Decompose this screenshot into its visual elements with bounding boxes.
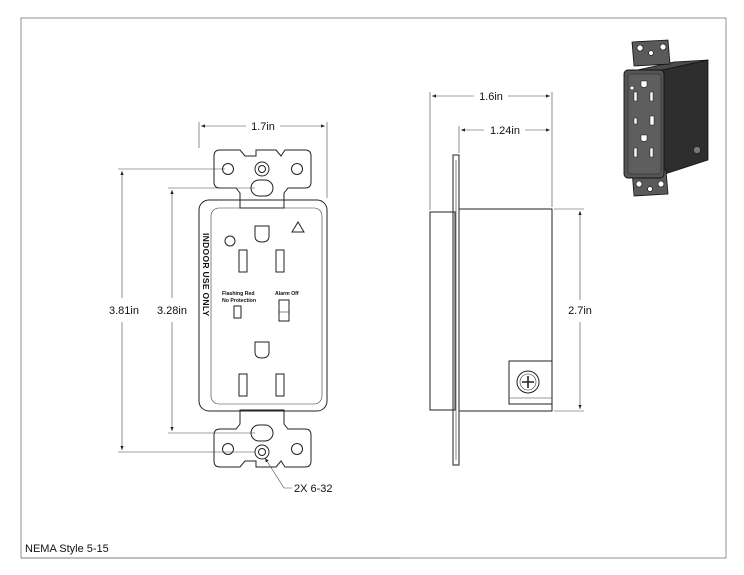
upper-right-prong-slot	[275, 249, 285, 273]
top-strap-screw-inner	[258, 165, 266, 173]
bottom-strap-screw-inner	[258, 448, 266, 456]
alarm-off-switch	[278, 299, 290, 322]
terminal-block	[508, 360, 553, 405]
terminal-screw-outer	[516, 370, 540, 394]
bottom-mounting-strap	[213, 409, 312, 468]
front-dimensions: 1.7in 3.81in 3.28in 2X 6-32	[109, 121, 333, 495]
indoor-use-label: INDOOR USE ONLY	[201, 233, 211, 317]
side-overall-width-label: 1.6in	[479, 91, 503, 103]
screw-callout-label: 2X 6-32	[294, 483, 333, 495]
warning-triangle-icon	[291, 221, 305, 233]
top-strap-screw-outer	[254, 161, 270, 177]
side-body-width-label: 1.24in	[490, 125, 520, 137]
top-mounting-strap	[213, 149, 312, 209]
lower-left-prong-slot	[238, 373, 248, 397]
side-face-profile	[429, 211, 456, 411]
screw-callout-leader	[264, 457, 292, 489]
product-housing-side	[661, 59, 709, 176]
front-overall-height-label: 3.81in	[109, 305, 139, 317]
side-housing	[458, 208, 553, 412]
side-height-label: 2.7in	[568, 305, 592, 317]
alarm-off-label: Alarm Off	[275, 291, 299, 297]
terminal-screw-inner	[519, 373, 537, 391]
side-dimensions: 1.6in 1.24in 2.7in	[429, 91, 592, 412]
receptacle-face-outer	[198, 199, 328, 412]
receptacle-face-inner	[210, 207, 323, 405]
bottom-left-mounting-hole	[222, 443, 234, 455]
status-indicator-window	[233, 305, 242, 319]
bottom-right-mounting-hole	[291, 443, 303, 455]
side-view	[429, 154, 553, 466]
no-protection-label: No Protection	[222, 298, 256, 304]
lower-right-prong-slot	[275, 373, 285, 397]
led-indicator	[224, 235, 236, 247]
front-width-label: 1.7in	[251, 121, 275, 133]
upper-ground-slot	[254, 225, 270, 243]
front-body-height-label: 3.28in	[157, 305, 187, 317]
top-right-mounting-hole	[291, 163, 303, 175]
terminal-screw-head-icon	[522, 376, 534, 388]
front-view: Flashing Red No Protection Alarm Off IND…	[198, 149, 328, 468]
upper-left-prong-slot	[238, 249, 248, 273]
bottom-strap-screw-outer	[254, 444, 270, 460]
sheet-border	[20, 17, 727, 559]
nema-style-label: NEMA Style 5-15	[25, 543, 109, 555]
lower-ground-slot	[254, 341, 270, 359]
flashing-red-label: Flashing Red	[222, 291, 255, 297]
product-isometric-render	[623, 39, 709, 197]
